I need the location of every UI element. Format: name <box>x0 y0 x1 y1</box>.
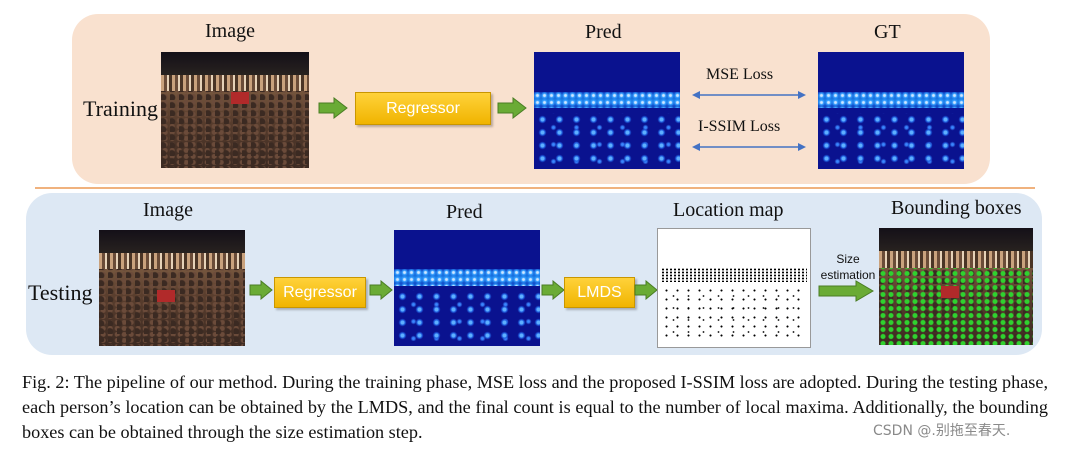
training-pred-label: Pred <box>585 21 622 43</box>
training-row-label: Training <box>83 96 158 121</box>
testing-flow-arrow-3 <box>541 280 565 300</box>
lmds-module: LMDS <box>564 277 635 308</box>
testing-pred-label: Pred <box>446 201 483 223</box>
bounding-boxes-label: Bounding boxes <box>891 197 1022 219</box>
bounding-boxes-image <box>879 228 1033 345</box>
training-gt-label: GT <box>874 21 901 43</box>
training-gt-density-map <box>818 52 964 169</box>
mse-loss-label: MSE Loss <box>706 66 774 83</box>
testing-row-label: Testing <box>28 280 93 305</box>
section-divider <box>35 187 1035 189</box>
lmds-label: LMDS <box>577 283 622 301</box>
mse-loss-arrow <box>692 91 806 99</box>
testing-regressor-module: Regressor <box>274 277 366 308</box>
testing-pred-density-map <box>394 230 540 346</box>
training-flow-arrow-2 <box>497 97 527 119</box>
training-pred-density-map <box>534 52 680 169</box>
size-estimation-line-2: estimation <box>820 268 876 282</box>
testing-flow-arrow-1 <box>249 280 273 300</box>
training-regressor-module: Regressor <box>355 92 491 125</box>
training-flow-arrow-1 <box>318 97 348 119</box>
size-estimation-line-1: Size <box>836 252 860 266</box>
figure-caption: Fig. 2: The pipeline of our method. Duri… <box>22 372 1048 442</box>
training-input-image <box>161 52 309 168</box>
testing-image-label: Image <box>143 199 193 221</box>
size-estimation-label: Size estimation <box>812 251 884 283</box>
location-map-label: Location map <box>673 199 784 221</box>
location-map-image <box>657 228 811 348</box>
watermark: CSDN @.别拖至春天. <box>873 423 1011 439</box>
training-regressor-label: Regressor <box>386 99 460 117</box>
testing-flow-arrow-4 <box>634 280 658 300</box>
testing-flow-arrow-2 <box>369 280 393 300</box>
testing-regressor-label: Regressor <box>283 283 357 301</box>
issim-loss-label: I-SSIM Loss <box>698 118 781 135</box>
testing-input-image <box>99 230 245 346</box>
issim-loss-arrow <box>692 143 806 151</box>
size-estimation-arrow <box>818 280 874 302</box>
training-image-label: Image <box>205 20 255 42</box>
